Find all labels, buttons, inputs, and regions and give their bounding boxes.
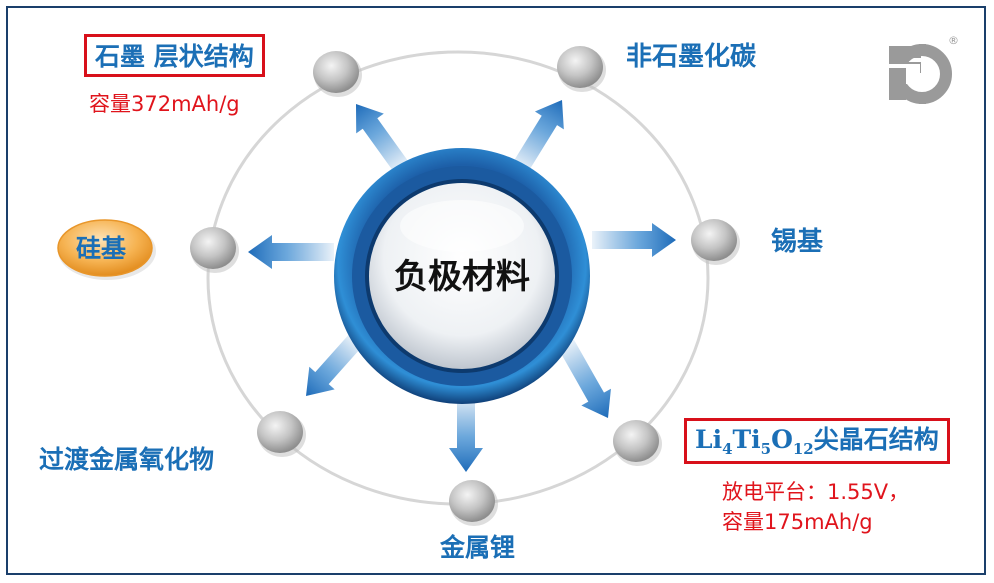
lto-formula: Li4Ti5O12 — [695, 425, 814, 458]
lto-node-ball — [613, 420, 662, 466]
silicon-node-title: 硅基 — [76, 234, 127, 263]
arrow-to-silicon — [248, 235, 334, 269]
silicon-node-ball — [190, 227, 239, 273]
lto-node-detail-line2: 容量175mAh/g — [722, 510, 873, 534]
tin-node-ball — [691, 219, 740, 265]
arrow-to-tin — [592, 223, 676, 257]
silicon-pill — [57, 219, 156, 280]
transition-metal-oxide-node-ball — [257, 411, 306, 457]
arrow-group — [248, 99, 676, 472]
center-label: 负极材料 — [394, 257, 530, 297]
transition-metal-oxide-node-title: 过渡金属氧化物 — [39, 445, 215, 474]
arrow-to-lithium-metal — [449, 394, 483, 472]
arrow-to-non-graphite-carbon — [512, 99, 564, 173]
arrow-to-lto — [558, 339, 611, 419]
lto-node-detail-line1: 放电平台：1.55V， — [722, 480, 910, 504]
node-ball-group — [190, 46, 740, 526]
brand-logo-icon: ® — [889, 34, 959, 104]
svg-text:®: ® — [948, 34, 959, 47]
lto-node-title: Li4Ti5O12尖晶石结构 — [684, 418, 950, 464]
lithium-metal-node-ball — [449, 480, 498, 526]
arrow-to-transition-metal-oxide — [305, 334, 363, 397]
arrow-to-graphite — [356, 104, 410, 174]
center-disc — [334, 148, 590, 404]
graphite-node-detail: 容量372mAh/g — [89, 92, 240, 116]
diagram-frame — [6, 6, 986, 575]
lithium-metal-node-title: 金属锂 — [440, 533, 516, 562]
graphite-node-ball — [313, 51, 362, 97]
non-graphite-carbon-node-title: 非石墨化碳 — [626, 42, 757, 72]
graphite-node-title: 石墨 层状结构 — [84, 34, 265, 77]
tin-node-title: 锡基 — [771, 227, 824, 257]
non-graphite-carbon-node-ball — [557, 46, 606, 92]
